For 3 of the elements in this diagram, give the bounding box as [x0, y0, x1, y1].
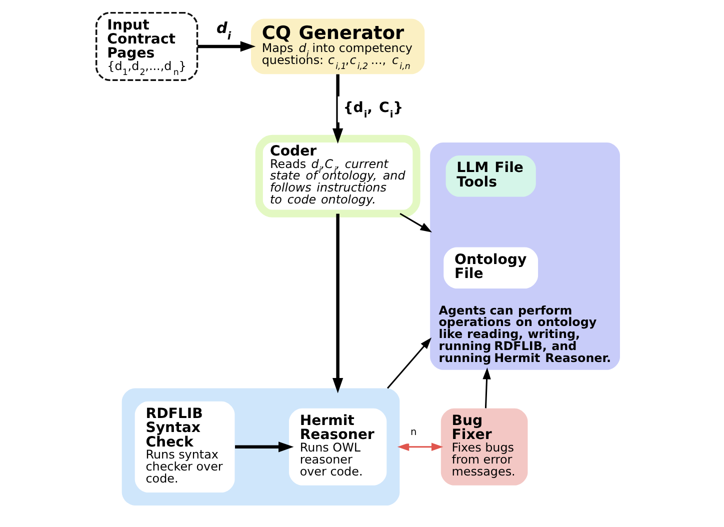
edge-label: {d$_{i}$, C$_{i}$}: [342, 100, 403, 120]
edge-label: n: [410, 427, 416, 438]
edge-label: d$_{i}$: [216, 19, 231, 43]
